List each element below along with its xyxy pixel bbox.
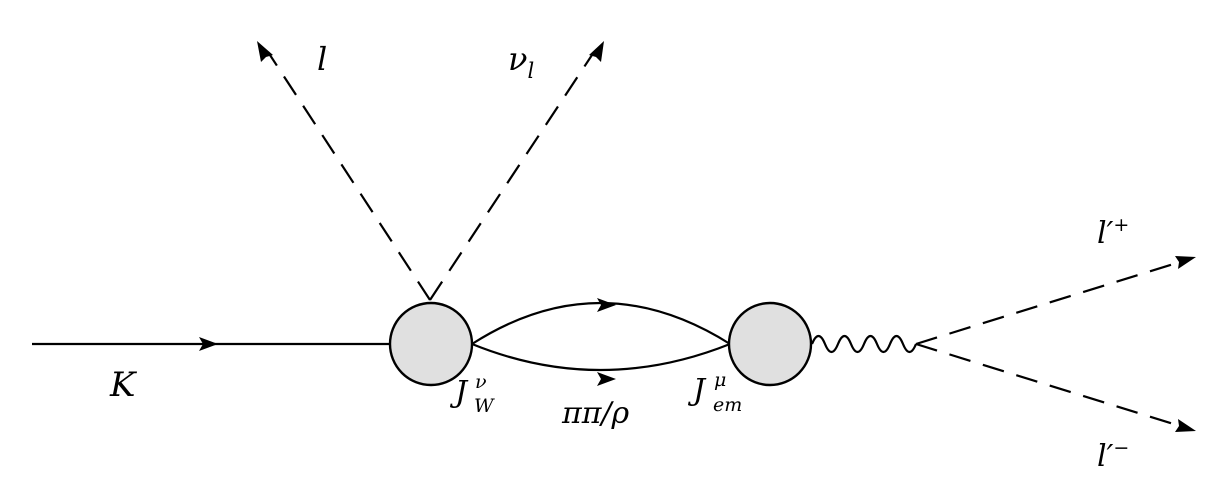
lepton-line (257, 41, 431, 301)
kaon-arrow-icon (199, 337, 218, 351)
kaon-line (32, 337, 390, 351)
em-vertex-blob (727, 301, 813, 387)
loop-lower-arrow-icon (597, 372, 616, 386)
pion-loop (471, 298, 731, 386)
lepton-plus-label: l′+ (1097, 214, 1129, 251)
photon-line (810, 334, 918, 354)
lepton-arrow-icon (257, 41, 273, 62)
lepton-minus-label: l′− (1097, 437, 1129, 474)
lepton-label: l (317, 40, 327, 78)
lepton-plus-line (915, 256, 1196, 346)
loop-upper-arrow-icon (597, 298, 616, 312)
neutrino-arrow-icon (589, 41, 604, 62)
intermediate-label: ππ/ρ (561, 396, 630, 431)
loop-lower-line (471, 342, 731, 372)
lepton-minus-arrow-icon (1175, 419, 1196, 432)
lepton-plus-arrow-icon (1175, 256, 1196, 269)
lepton-minus-line (915, 342, 1196, 432)
kaon-label: K (109, 365, 138, 405)
neutrino-label: νl (508, 40, 534, 83)
neutrino-line (429, 41, 604, 301)
weak-vertex-blob (388, 301, 474, 387)
